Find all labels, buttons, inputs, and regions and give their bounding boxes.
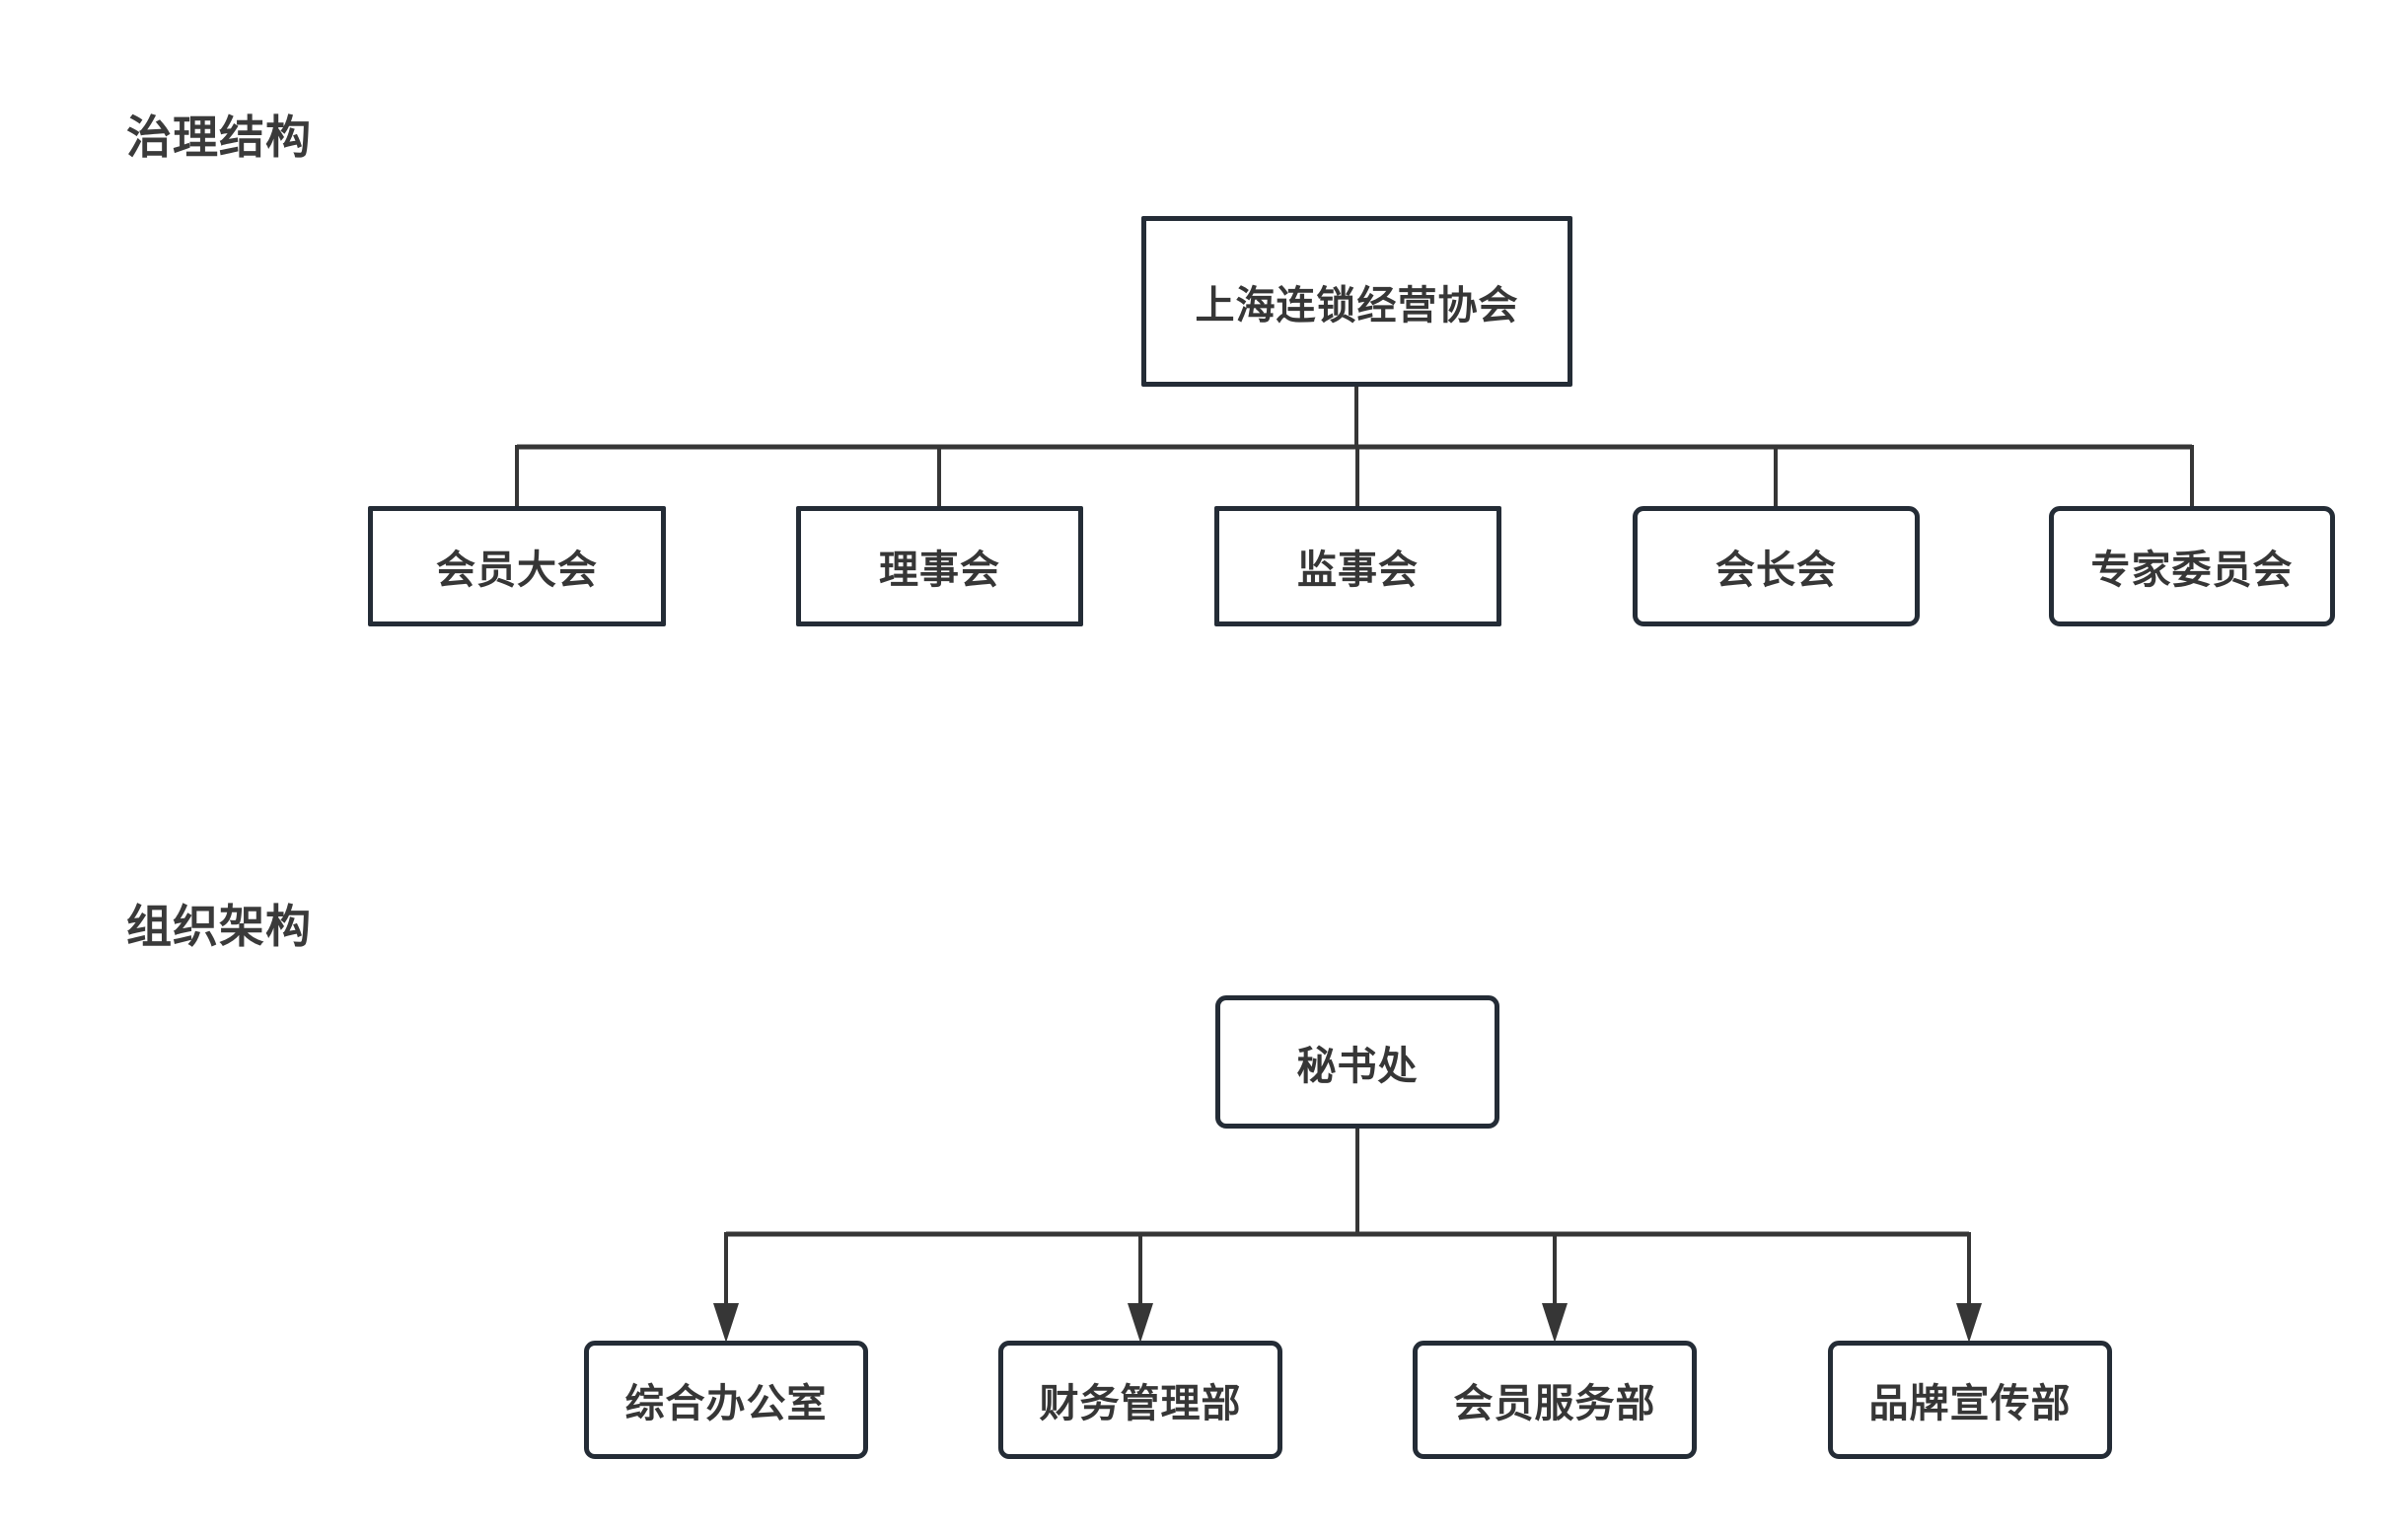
- node-label: 品牌宣传部: [1868, 1382, 2072, 1425]
- node-label: 综合办公室: [624, 1382, 828, 1425]
- arrowhead-down-icon: [713, 1303, 739, 1343]
- node-label: 会员服务部: [1453, 1382, 1656, 1425]
- node-label: 上海连锁经营协会: [1195, 283, 1519, 328]
- node-governance-child-0: 会员大会: [368, 506, 666, 626]
- organization-arrowheads: [713, 1303, 1982, 1343]
- arrowhead-down-icon: [1128, 1303, 1153, 1343]
- governance-section-title: 治理结构: [126, 111, 312, 163]
- node-label: 秘书处: [1296, 1044, 1419, 1088]
- node-governance-child-2: 监事会: [1214, 506, 1501, 626]
- node-label: 财务管理部: [1039, 1382, 1242, 1425]
- node-governance-child-1: 理事会: [796, 506, 1083, 626]
- node-organization-child-0: 综合办公室: [584, 1341, 868, 1459]
- node-label: 专家委员会: [2090, 548, 2294, 592]
- node-label: 会长会: [1715, 548, 1837, 592]
- arrowhead-down-icon: [1956, 1303, 1982, 1343]
- node-governance-child-4: 专家委员会: [2049, 506, 2335, 626]
- node-governance-root: 上海连锁经营协会: [1141, 216, 1572, 387]
- node-label: 理事会: [879, 548, 1000, 592]
- node-organization-child-1: 财务管理部: [998, 1341, 1282, 1459]
- node-governance-child-3: 会长会: [1633, 506, 1920, 626]
- governance-connectors: [515, 387, 2194, 506]
- organization-section-title: 组织架构: [126, 901, 312, 952]
- node-organization-root: 秘书处: [1215, 995, 1499, 1129]
- node-organization-child-2: 会员服务部: [1413, 1341, 1697, 1459]
- organization-connectors: [724, 1129, 1971, 1308]
- node-label: 会员大会: [436, 548, 598, 592]
- node-organization-child-3: 品牌宣传部: [1828, 1341, 2112, 1459]
- arrowhead-down-icon: [1542, 1303, 1568, 1343]
- node-label: 监事会: [1297, 548, 1419, 592]
